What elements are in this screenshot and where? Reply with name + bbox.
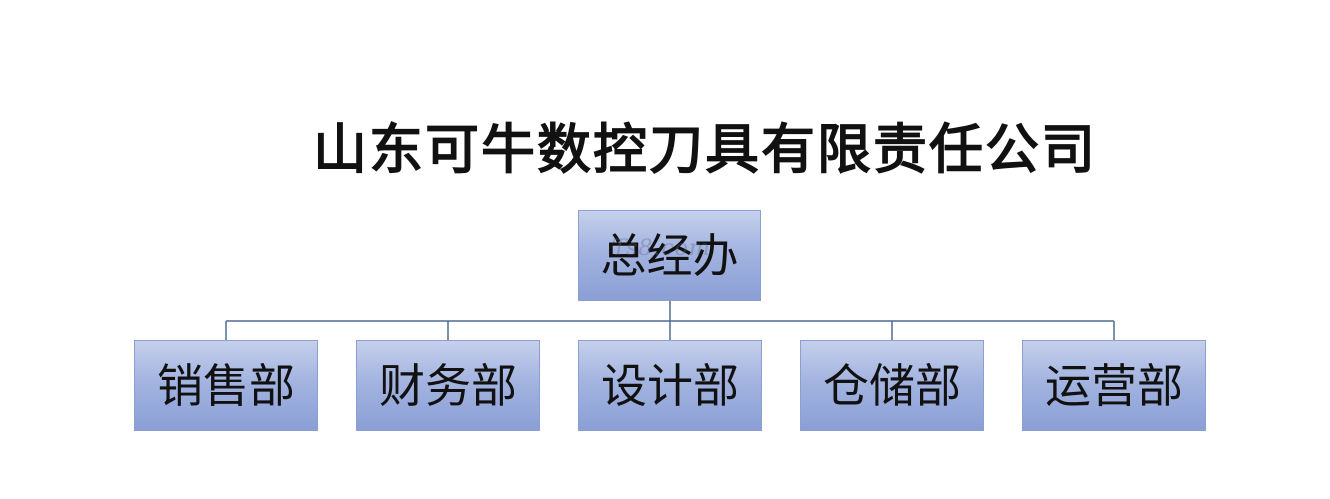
- node-general-office: 总经办: [578, 210, 761, 301]
- node-general-office-label: 总经办: [600, 228, 739, 283]
- node-operations-dept-label: 运营部: [1045, 358, 1183, 413]
- node-warehouse-dept: 仓储部: [800, 340, 984, 431]
- node-warehouse-dept-label: 仓储部: [823, 358, 961, 413]
- node-design-dept: 设计部: [578, 340, 762, 431]
- node-finance-dept: 财务部: [356, 340, 540, 431]
- watermark-text: Ts8.com: [612, 236, 711, 261]
- node-finance-dept-label: 财务部: [379, 358, 517, 413]
- company-title: 山东可牛数控刀具有限责任公司: [313, 118, 1097, 181]
- node-operations-dept: 运营部: [1022, 340, 1206, 431]
- node-design-dept-label: 设计部: [601, 358, 739, 413]
- node-sales-dept: 销售部: [134, 340, 318, 431]
- node-sales-dept-label: 销售部: [157, 358, 295, 413]
